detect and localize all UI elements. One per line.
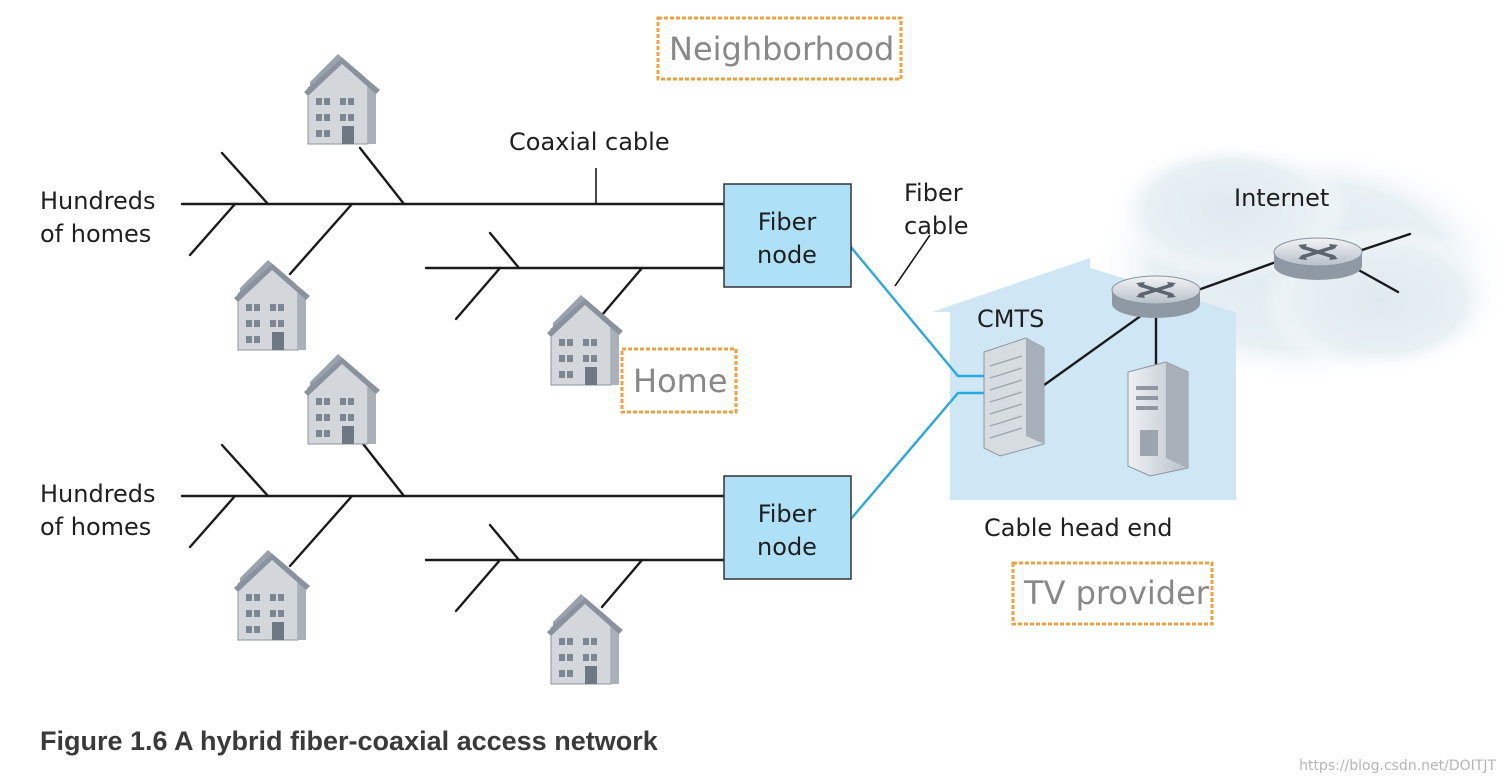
router-icon — [1272, 236, 1364, 282]
fiber-node-bottom — [723, 475, 852, 580]
home-annotation-box — [620, 347, 738, 414]
house-icon — [303, 53, 381, 145]
fiber-node-top-label-line2: node — [757, 241, 817, 269]
router-icon — [1110, 274, 1202, 320]
coax-tree-bottom — [180, 438, 726, 613]
watermark: https://blog.csdn.net/DOITJT — [1299, 758, 1496, 774]
fiber-cable-label-line1: Fiber — [904, 179, 963, 207]
figure-caption: Figure 1.6 A hybrid fiber-coaxial access… — [40, 726, 659, 756]
tv-provider-annotation-box — [1011, 561, 1214, 626]
house-icon — [546, 294, 624, 386]
fiber-node-bottom-label-line2: node — [757, 533, 817, 561]
hundreds-of-homes-bottom-line2: of homes — [40, 513, 151, 541]
house-icon — [546, 593, 624, 685]
house-icon — [233, 549, 311, 641]
cmts-rack-icon — [983, 337, 1045, 457]
hundreds-of-homes-top-line2: of homes — [40, 220, 151, 248]
house-icon — [233, 259, 311, 351]
cmts-label: CMTS — [977, 305, 1044, 333]
head-end-links — [1038, 232, 1412, 390]
home-label: Home — [633, 362, 728, 400]
fiber-node-top-label-line1: Fiber — [758, 208, 817, 236]
fiber-cable-label-line2: cable — [904, 212, 969, 240]
coax-tree-top — [180, 146, 726, 321]
cable-head-end-label: Cable head end — [984, 514, 1173, 542]
tv-provider-label: TV provider — [1023, 574, 1210, 612]
internet-label: Internet — [1234, 184, 1329, 212]
hundreds-of-homes-top-line1: Hundreds — [40, 187, 156, 215]
fiber-node-bottom-label-line1: Fiber — [758, 500, 817, 528]
neighborhood-label: Neighborhood — [669, 30, 894, 68]
server-icon — [1127, 361, 1189, 477]
fiber-node-top — [723, 183, 852, 288]
house-icon — [303, 353, 381, 445]
neighborhood-annotation-box — [656, 16, 903, 81]
coaxial-cable-label: Coaxial cable — [509, 128, 670, 156]
hundreds-of-homes-bottom-line1: Hundreds — [40, 480, 156, 508]
fiber-lines — [849, 234, 990, 521]
